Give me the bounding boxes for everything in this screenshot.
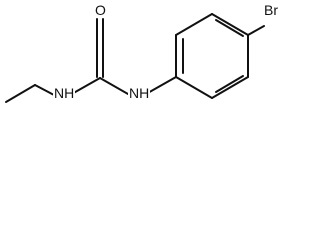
bond-phenyl-bromine — [247, 25, 265, 36]
ring-bond-5 — [211, 76, 249, 99]
atom-oxygen-label: O — [94, 2, 107, 18]
atom-nitrogen-left-symbol: N — [54, 85, 65, 101]
atom-nitrogen-right-label: NH — [128, 85, 151, 101]
bond-ethyl-ch2-nh — [34, 84, 55, 96]
atom-hydrogen-left-symbol: H — [64, 85, 75, 101]
ring-inner-bond-3 — [215, 75, 244, 93]
ring-bond-2 — [175, 13, 213, 36]
atom-nitrogen-right-symbol: N — [129, 85, 140, 101]
atom-bromine-label: Br — [263, 2, 279, 18]
bond-ethyl-ch3-ch2 — [5, 84, 36, 103]
atom-hydrogen-right-symbol: H — [139, 85, 150, 101]
molecule-bonds — [5, 13, 265, 103]
atom-nitrogen-left-label: NH — [53, 85, 76, 101]
ring-inner-bond-2 — [215, 19, 244, 37]
ring-bond-3 — [211, 13, 249, 36]
ring-bond-6 — [175, 76, 213, 99]
structure-diagram: O NH NH Br — [0, 0, 292, 108]
bond-carbonyl-nh — [99, 77, 129, 95]
bond-nh-phenyl — [145, 76, 177, 95]
